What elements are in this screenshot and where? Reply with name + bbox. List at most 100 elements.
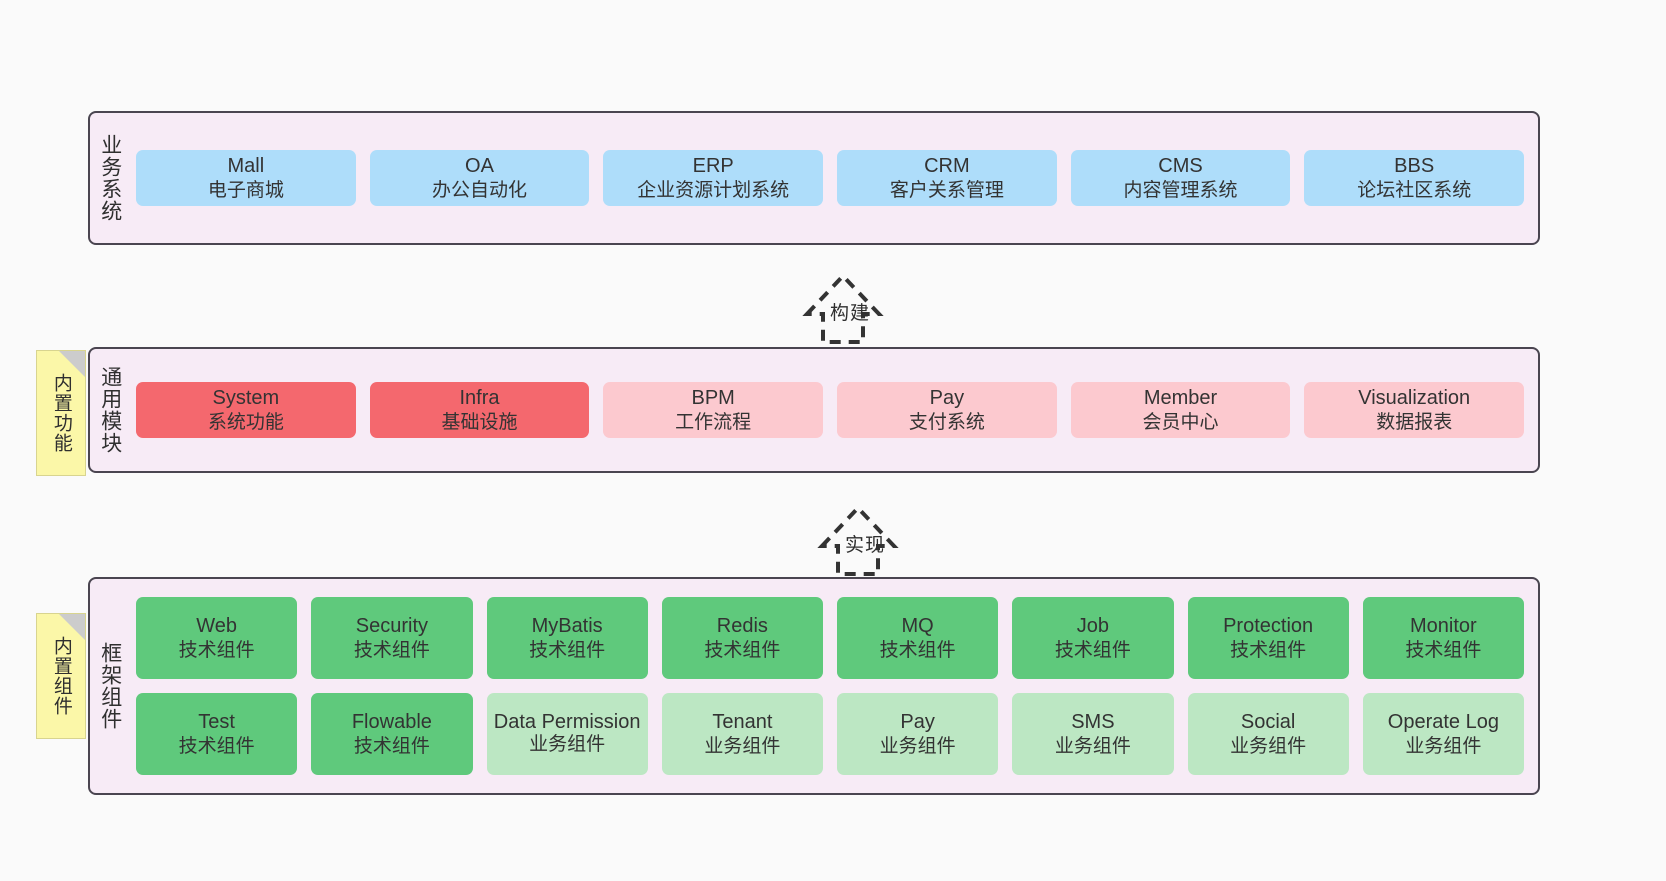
card-test-desc: 技术组件 (178, 735, 255, 757)
card-pay-component[interactable]: Pay 业务组件 (837, 693, 999, 775)
card-social-desc: 业务组件 (1230, 735, 1307, 757)
card-sms-name: SMS (1071, 710, 1115, 733)
card-tenant[interactable]: Tenant 业务组件 (661, 693, 823, 775)
card-data-permission-name: Data Permission (493, 711, 641, 734)
note-fold-corner-2 (59, 614, 85, 640)
card-web-name: Web (196, 614, 237, 637)
card-tenant-name: Tenant (712, 710, 773, 733)
card-oa-desc: 办公自动化 (432, 179, 528, 201)
layer-business-system: 业务系统 Mall 电子商城 OA 办公自动化 ERP 企业资源计划系统 CRM… (88, 111, 1540, 245)
card-mybatis-desc: 技术组件 (529, 639, 606, 661)
card-cms-name: CMS (1158, 154, 1203, 177)
card-protection[interactable]: Protection 技术组件 (1187, 597, 1349, 679)
card-flowable-desc: 技术组件 (353, 735, 430, 757)
card-job[interactable]: Job 技术组件 (1012, 597, 1174, 679)
card-pay-module[interactable]: Pay 支付系统 (837, 381, 1057, 439)
note-fold-corner (59, 351, 85, 377)
card-mall[interactable]: Mall 电子商城 (136, 149, 356, 207)
card-mall-desc: 电子商城 (207, 179, 284, 201)
layer-body-business-system: Mall 电子商城 OA 办公自动化 ERP 企业资源计划系统 CRM 客户关系… (130, 113, 1538, 243)
card-data-permission[interactable]: Data Permission 业务组件 (486, 693, 648, 775)
card-flowable[interactable]: Flowable 技术组件 (311, 693, 473, 775)
card-test[interactable]: Test 技术组件 (136, 693, 298, 775)
card-visualization-name: Visualization (1358, 386, 1471, 409)
layer-body-common-module: System 系统功能 Infra 基础设施 BPM 工作流程 Pay 支付系统… (130, 349, 1538, 471)
card-bpm-desc: 工作流程 (675, 411, 752, 433)
note-builtin-components-label: 内置组件 (50, 636, 72, 716)
card-mall-name: Mall (227, 154, 265, 177)
layer-title-common-module: 通用模块 (98, 366, 122, 454)
card-redis-name: Redis (716, 614, 768, 637)
card-monitor-name: Monitor (1410, 614, 1477, 637)
card-operate-log[interactable]: Operate Log 业务组件 (1362, 693, 1524, 775)
note-builtin-features: 内置功能 (36, 350, 86, 476)
card-redis[interactable]: Redis 技术组件 (661, 597, 823, 679)
card-protection-desc: 技术组件 (1230, 639, 1307, 661)
card-mq-name: MQ (901, 614, 934, 637)
card-system-name: System (212, 386, 280, 409)
card-member-name: Member (1143, 386, 1218, 409)
card-test-name: Test (198, 710, 235, 733)
card-system-desc: 系统功能 (207, 411, 284, 433)
arrow-implement: 实现 (770, 490, 960, 576)
card-infra[interactable]: Infra 基础设施 (369, 381, 590, 439)
arrow-build-label: 构建 (829, 303, 870, 324)
card-member-desc: 会员中心 (1142, 411, 1219, 433)
framework-card-row-2: Test 技术组件 Flowable 技术组件 Data Permission … (136, 693, 1524, 775)
arrow-implement-label: 实现 (844, 535, 885, 556)
card-crm[interactable]: CRM 客户关系管理 (837, 149, 1057, 207)
card-social[interactable]: Social 业务组件 (1187, 693, 1349, 775)
card-sms-desc: 业务组件 (1054, 735, 1131, 757)
card-security-name: Security (355, 614, 428, 637)
card-visualization[interactable]: Visualization 数据报表 (1304, 381, 1525, 439)
layer-title-framework-component: 框架组件 (98, 642, 122, 730)
card-flowable-name: Flowable (351, 710, 432, 733)
note-builtin-components: 内置组件 (36, 613, 86, 739)
card-crm-name: CRM (924, 154, 970, 177)
card-cms-desc: 内容管理系统 (1123, 179, 1238, 201)
layer-common-module: 通用模块 System 系统功能 Infra 基础设施 BPM 工作流程 Pay… (88, 347, 1540, 473)
card-social-name: Social (1240, 710, 1296, 733)
card-crm-desc: 客户关系管理 (889, 179, 1004, 201)
card-protection-name: Protection (1223, 614, 1314, 637)
card-sms[interactable]: SMS 业务组件 (1012, 693, 1174, 775)
card-erp-desc: 企业资源计划系统 (637, 179, 790, 201)
card-web[interactable]: Web 技术组件 (136, 597, 298, 679)
card-system[interactable]: System 系统功能 (136, 381, 356, 439)
card-member[interactable]: Member 会员中心 (1070, 381, 1291, 439)
card-cms[interactable]: CMS 内容管理系统 (1070, 149, 1291, 207)
card-mybatis[interactable]: MyBatis 技术组件 (486, 597, 648, 679)
card-visualization-desc: 数据报表 (1376, 411, 1453, 433)
card-bbs[interactable]: BBS 论坛社区系统 (1304, 149, 1525, 207)
card-erp[interactable]: ERP 企业资源计划系统 (603, 149, 824, 207)
layer-framework-component: 框架组件 Web 技术组件 Security 技术组件 MyBatis 技术组件… (88, 577, 1540, 795)
card-operate-log-name: Operate Log (1387, 710, 1499, 733)
card-pay-module-name: Pay (929, 386, 965, 409)
card-tenant-desc: 业务组件 (704, 735, 781, 757)
card-erp-name: ERP (692, 154, 734, 177)
card-monitor[interactable]: Monitor 技术组件 (1362, 597, 1524, 679)
card-mq[interactable]: MQ 技术组件 (837, 597, 999, 679)
card-security-desc: 技术组件 (353, 639, 430, 661)
framework-card-row-1: Web 技术组件 Security 技术组件 MyBatis 技术组件 Redi… (136, 597, 1524, 679)
layer-body-framework-component: Web 技术组件 Security 技术组件 MyBatis 技术组件 Redi… (130, 579, 1538, 793)
card-job-desc: 技术组件 (1054, 639, 1131, 661)
card-oa[interactable]: OA 办公自动化 (369, 149, 590, 207)
common-card-row: System 系统功能 Infra 基础设施 BPM 工作流程 Pay 支付系统… (136, 381, 1525, 439)
card-web-desc: 技术组件 (178, 639, 255, 661)
card-mq-desc: 技术组件 (879, 639, 956, 661)
card-bpm[interactable]: BPM 工作流程 (603, 381, 824, 439)
card-security[interactable]: Security 技术组件 (311, 597, 473, 679)
card-infra-name: Infra (459, 386, 500, 409)
card-pay-component-desc: 业务组件 (879, 735, 956, 757)
layer-title-business-system: 业务系统 (98, 134, 122, 222)
card-job-name: Job (1076, 614, 1109, 637)
card-pay-module-desc: 支付系统 (908, 411, 985, 433)
card-monitor-desc: 技术组件 (1405, 639, 1482, 661)
card-data-permission-desc: 业务组件 (529, 734, 606, 756)
business-card-row: Mall 电子商城 OA 办公自动化 ERP 企业资源计划系统 CRM 客户关系… (136, 149, 1525, 207)
card-redis-desc: 技术组件 (704, 639, 781, 661)
card-bbs-desc: 论坛社区系统 (1357, 179, 1472, 201)
card-bbs-name: BBS (1394, 154, 1435, 177)
